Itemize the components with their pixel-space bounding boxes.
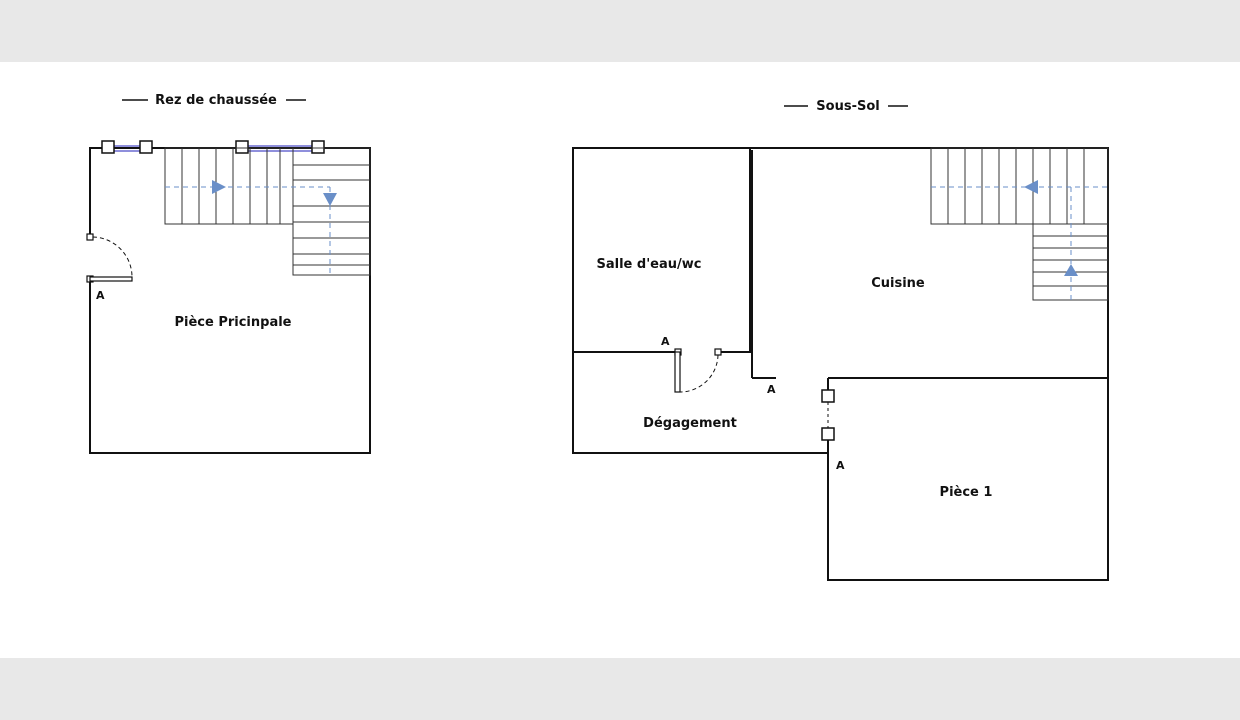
room-label-main: Pièce Pricinpale <box>174 315 291 330</box>
room-label-bath: Salle d'eau/wc <box>597 257 702 272</box>
ground-stair-flight-upper <box>164 147 294 225</box>
basement-plan <box>572 105 1109 581</box>
ground-stair-arrow-down-icon <box>323 193 337 206</box>
basement-stair-arrow-left-icon <box>1024 180 1038 194</box>
bath-door <box>674 348 722 393</box>
ground-outer-walls <box>89 147 371 454</box>
room-label-room1: Pièce 1 <box>940 485 993 500</box>
ground-floor-title: Rez de chaussée <box>155 93 277 108</box>
room-label-kitchen: Cuisine <box>871 276 925 291</box>
ground-floor-plan <box>86 99 371 454</box>
bottom-margin-band <box>0 658 1240 720</box>
basement-outer-walls <box>572 147 1109 581</box>
room1-door-mark: A <box>836 459 845 472</box>
basement-title: Sous-Sol <box>816 99 879 114</box>
top-margin-band <box>0 0 1240 62</box>
ground-stair-flight-landing <box>292 147 371 276</box>
ground-stair-arrow-icon <box>212 180 226 194</box>
basement-stair-arrow-up-icon <box>1064 264 1078 276</box>
kitchen-door-mark: A <box>767 383 776 396</box>
ground-door-mark: A <box>96 289 105 302</box>
room-label-hall: Dégagement <box>643 416 737 431</box>
basement-stair-flight-upper <box>930 147 1109 225</box>
bath-door-mark: A <box>661 335 670 348</box>
ground-door <box>86 233 133 283</box>
ground-window-left <box>101 140 153 154</box>
room1-door <box>821 389 835 453</box>
